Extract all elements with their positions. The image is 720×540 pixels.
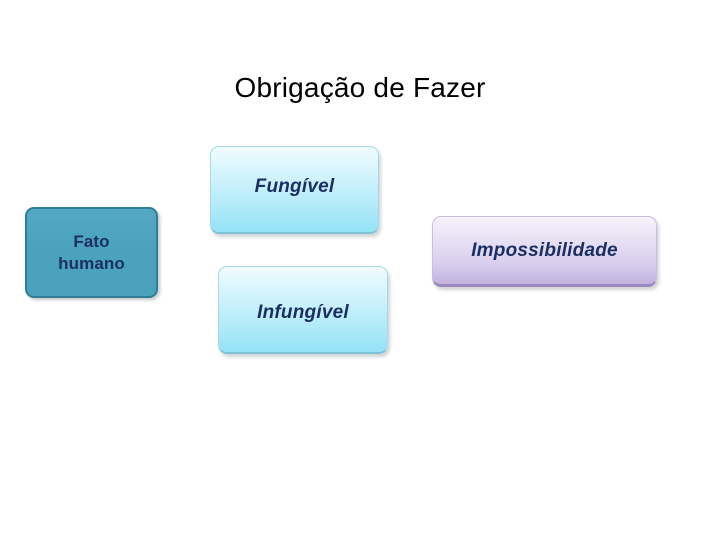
node-fato-humano[interactable]: Fato humano xyxy=(25,207,158,298)
node-fato-humano-line1: Fato xyxy=(73,231,110,251)
node-infungivel[interactable]: Infungível xyxy=(218,266,388,354)
node-fungivel-label: Fungível xyxy=(254,175,335,197)
node-fato-humano-line2: humano xyxy=(58,253,125,273)
node-fato-humano-label: Fato humano xyxy=(27,231,156,275)
node-fungivel[interactable]: Fungível xyxy=(210,146,379,234)
node-infungivel-label: Infungível xyxy=(257,301,349,323)
node-impossibilidade[interactable]: Impossibilidade xyxy=(432,216,657,287)
page-title: Obrigação de Fazer xyxy=(234,72,486,103)
node-impossibilidade-label: Impossibilidade xyxy=(471,239,618,261)
